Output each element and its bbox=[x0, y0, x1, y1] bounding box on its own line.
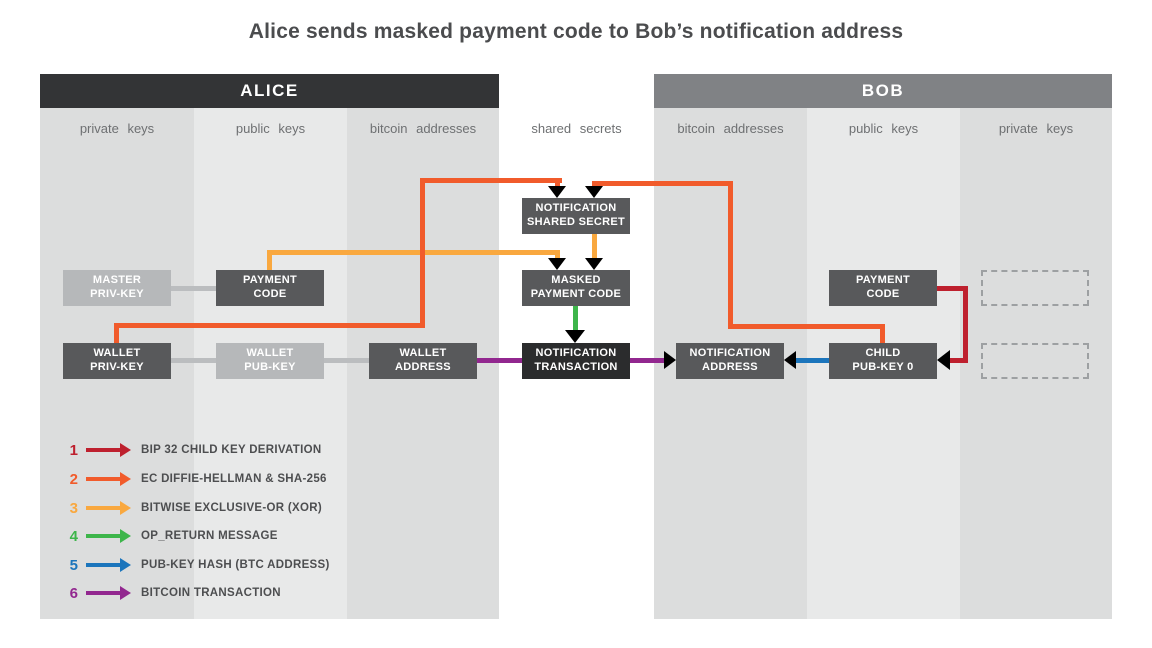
flow-ecdh-bob-h1 bbox=[728, 324, 885, 329]
node-notification-address: NOTIFICATION ADDRESS bbox=[676, 343, 784, 379]
connector-walletpriv-walletpub bbox=[171, 358, 216, 363]
flow-ecdh-bob-v1 bbox=[880, 324, 885, 343]
flow-ecdh-alice-h2 bbox=[420, 178, 562, 183]
flow-tx-notificationtransaction-to-notificationaddress bbox=[630, 358, 665, 363]
column-label-bob-public-keys: public keys bbox=[848, 120, 919, 136]
flow-ecdh-alice-v2 bbox=[420, 178, 425, 328]
arrowhead-opreturn-into-notificationtransaction bbox=[565, 330, 585, 343]
node-bob-payment-code: PAYMENT CODE bbox=[829, 270, 937, 306]
node-wallet-address: WALLET ADDRESS bbox=[369, 343, 477, 379]
node-bob-private-key-placeholder-2 bbox=[981, 343, 1089, 379]
legend-arrow-icon bbox=[86, 448, 120, 452]
node-master-priv-key: MASTER PRIV-KEY bbox=[63, 270, 171, 306]
arrowhead-tx-into-notificationaddress bbox=[664, 351, 676, 369]
arrowhead-pubkeyhash-into-notificationaddress bbox=[784, 351, 796, 369]
alice-section-header: ALICE bbox=[40, 74, 499, 108]
flow-bip32-h2 bbox=[947, 358, 968, 363]
node-wallet-pub-key: WALLET PUB-KEY bbox=[216, 343, 324, 379]
legend-label: BITWISE EXCLUSIVE-OR (XOR) bbox=[141, 502, 322, 514]
legend-label: EC DIFFIE-HELLMAN & SHA-256 bbox=[141, 473, 327, 485]
arrowhead-xor-into-maskedpaymentcode-right bbox=[585, 258, 603, 270]
flow-ecdh-bob-h2 bbox=[592, 181, 733, 186]
node-bob-private-key-placeholder-1 bbox=[981, 270, 1089, 306]
node-masked-payment-code: MASKED PAYMENT CODE bbox=[522, 270, 630, 306]
legend-row-bitcointx: 6 BITCOIN TRANSACTION bbox=[62, 583, 281, 603]
legend-arrow-icon bbox=[86, 534, 120, 538]
flow-bip32-h1 bbox=[935, 286, 968, 291]
legend-row-ecdh: 2 EC DIFFIE-HELLMAN & SHA-256 bbox=[62, 469, 327, 489]
legend-number: 6 bbox=[69, 584, 78, 602]
flow-ecdh-bob-stub bbox=[592, 181, 597, 188]
legend-arrowhead-icon bbox=[120, 443, 131, 457]
legend-row-pubkeyhash: 5 PUB-KEY HASH (BTC ADDRESS) bbox=[62, 555, 330, 575]
legend-row-opreturn: 4 OP_RETURN MESSAGE bbox=[62, 526, 278, 546]
legend-number: 3 bbox=[69, 499, 78, 517]
legend-arrowhead-icon bbox=[120, 529, 131, 543]
flow-ecdh-alice-h1 bbox=[114, 323, 425, 328]
node-child-pub-key-0: CHILD PUB-KEY 0 bbox=[829, 343, 937, 379]
column-label-shared-secrets: shared secrets bbox=[531, 120, 622, 136]
legend-arrow-icon bbox=[86, 477, 120, 481]
legend-label: BITCOIN TRANSACTION bbox=[141, 587, 281, 599]
legend-arrowhead-icon bbox=[120, 586, 131, 600]
legend-arrow-icon bbox=[86, 563, 120, 567]
legend-arrowhead-icon bbox=[120, 558, 131, 572]
node-wallet-priv-key: WALLET PRIV-KEY bbox=[63, 343, 171, 379]
legend-number: 5 bbox=[69, 556, 78, 574]
flow-xor-paymentcode-horizontal bbox=[267, 250, 560, 255]
band-bob-private-keys bbox=[960, 108, 1112, 619]
column-label-alice-public-keys: public keys bbox=[235, 120, 306, 136]
legend-arrowhead-icon bbox=[120, 472, 131, 486]
flow-xor-sharedsecret-vertical bbox=[592, 234, 597, 258]
column-label-alice-private-keys: private keys bbox=[79, 120, 155, 136]
legend-arrow-icon bbox=[86, 506, 120, 510]
legend-number: 1 bbox=[69, 441, 78, 459]
flow-tx-walletaddress-to-notificationtransaction bbox=[477, 358, 522, 363]
legend-number: 2 bbox=[69, 470, 78, 488]
flow-ecdh-alice-stub bbox=[555, 178, 560, 188]
flow-ecdh-bob-v2 bbox=[728, 181, 733, 329]
bob-section-header: BOB bbox=[654, 74, 1112, 108]
connector-walletpub-walletaddress bbox=[324, 358, 369, 363]
connector-masterpriv-paymentcode bbox=[171, 286, 216, 291]
legend-label: PUB-KEY HASH (BTC ADDRESS) bbox=[141, 559, 330, 571]
arrowhead-ecdh-into-sharedsecret-right bbox=[585, 186, 603, 198]
node-notification-transaction: NOTIFICATION TRANSACTION bbox=[522, 343, 630, 379]
legend-label: BIP 32 CHILD KEY DERIVATION bbox=[141, 444, 322, 456]
flow-ecdh-alice-v1 bbox=[114, 323, 119, 343]
diagram-title: Alice sends masked payment code to Bob’s… bbox=[248, 20, 904, 43]
arrowhead-xor-into-maskedpaymentcode-left bbox=[548, 258, 566, 270]
column-label-bob-private-keys: private keys bbox=[998, 120, 1074, 136]
legend-arrowhead-icon bbox=[120, 501, 131, 515]
arrowhead-ecdh-into-sharedsecret-left bbox=[548, 186, 566, 198]
flow-pubkeyhash-horizontal bbox=[795, 358, 829, 363]
legend-number: 4 bbox=[69, 527, 78, 545]
arrowhead-bip32-into-childpubkey0 bbox=[937, 350, 950, 370]
legend-label: OP_RETURN MESSAGE bbox=[141, 530, 278, 542]
flow-opreturn-vertical bbox=[573, 306, 578, 333]
column-label-bob-bitcoin-addresses: bitcoin addresses bbox=[677, 120, 784, 136]
column-label-alice-bitcoin-addresses: bitcoin addresses bbox=[369, 120, 477, 136]
node-alice-payment-code: PAYMENT CODE bbox=[216, 270, 324, 306]
legend-row-bip32: 1 BIP 32 CHILD KEY DERIVATION bbox=[62, 440, 321, 460]
legend-arrow-icon bbox=[86, 591, 120, 595]
flow-bip32-vertical bbox=[963, 286, 968, 363]
legend-row-xor: 3 BITWISE EXCLUSIVE-OR (XOR) bbox=[62, 498, 322, 518]
flow-xor-paymentcode-vertical bbox=[267, 250, 272, 270]
node-notification-shared-secret: NOTIFICATION SHARED SECRET bbox=[522, 198, 630, 234]
flow-xor-paymentcode-stub bbox=[555, 250, 560, 260]
